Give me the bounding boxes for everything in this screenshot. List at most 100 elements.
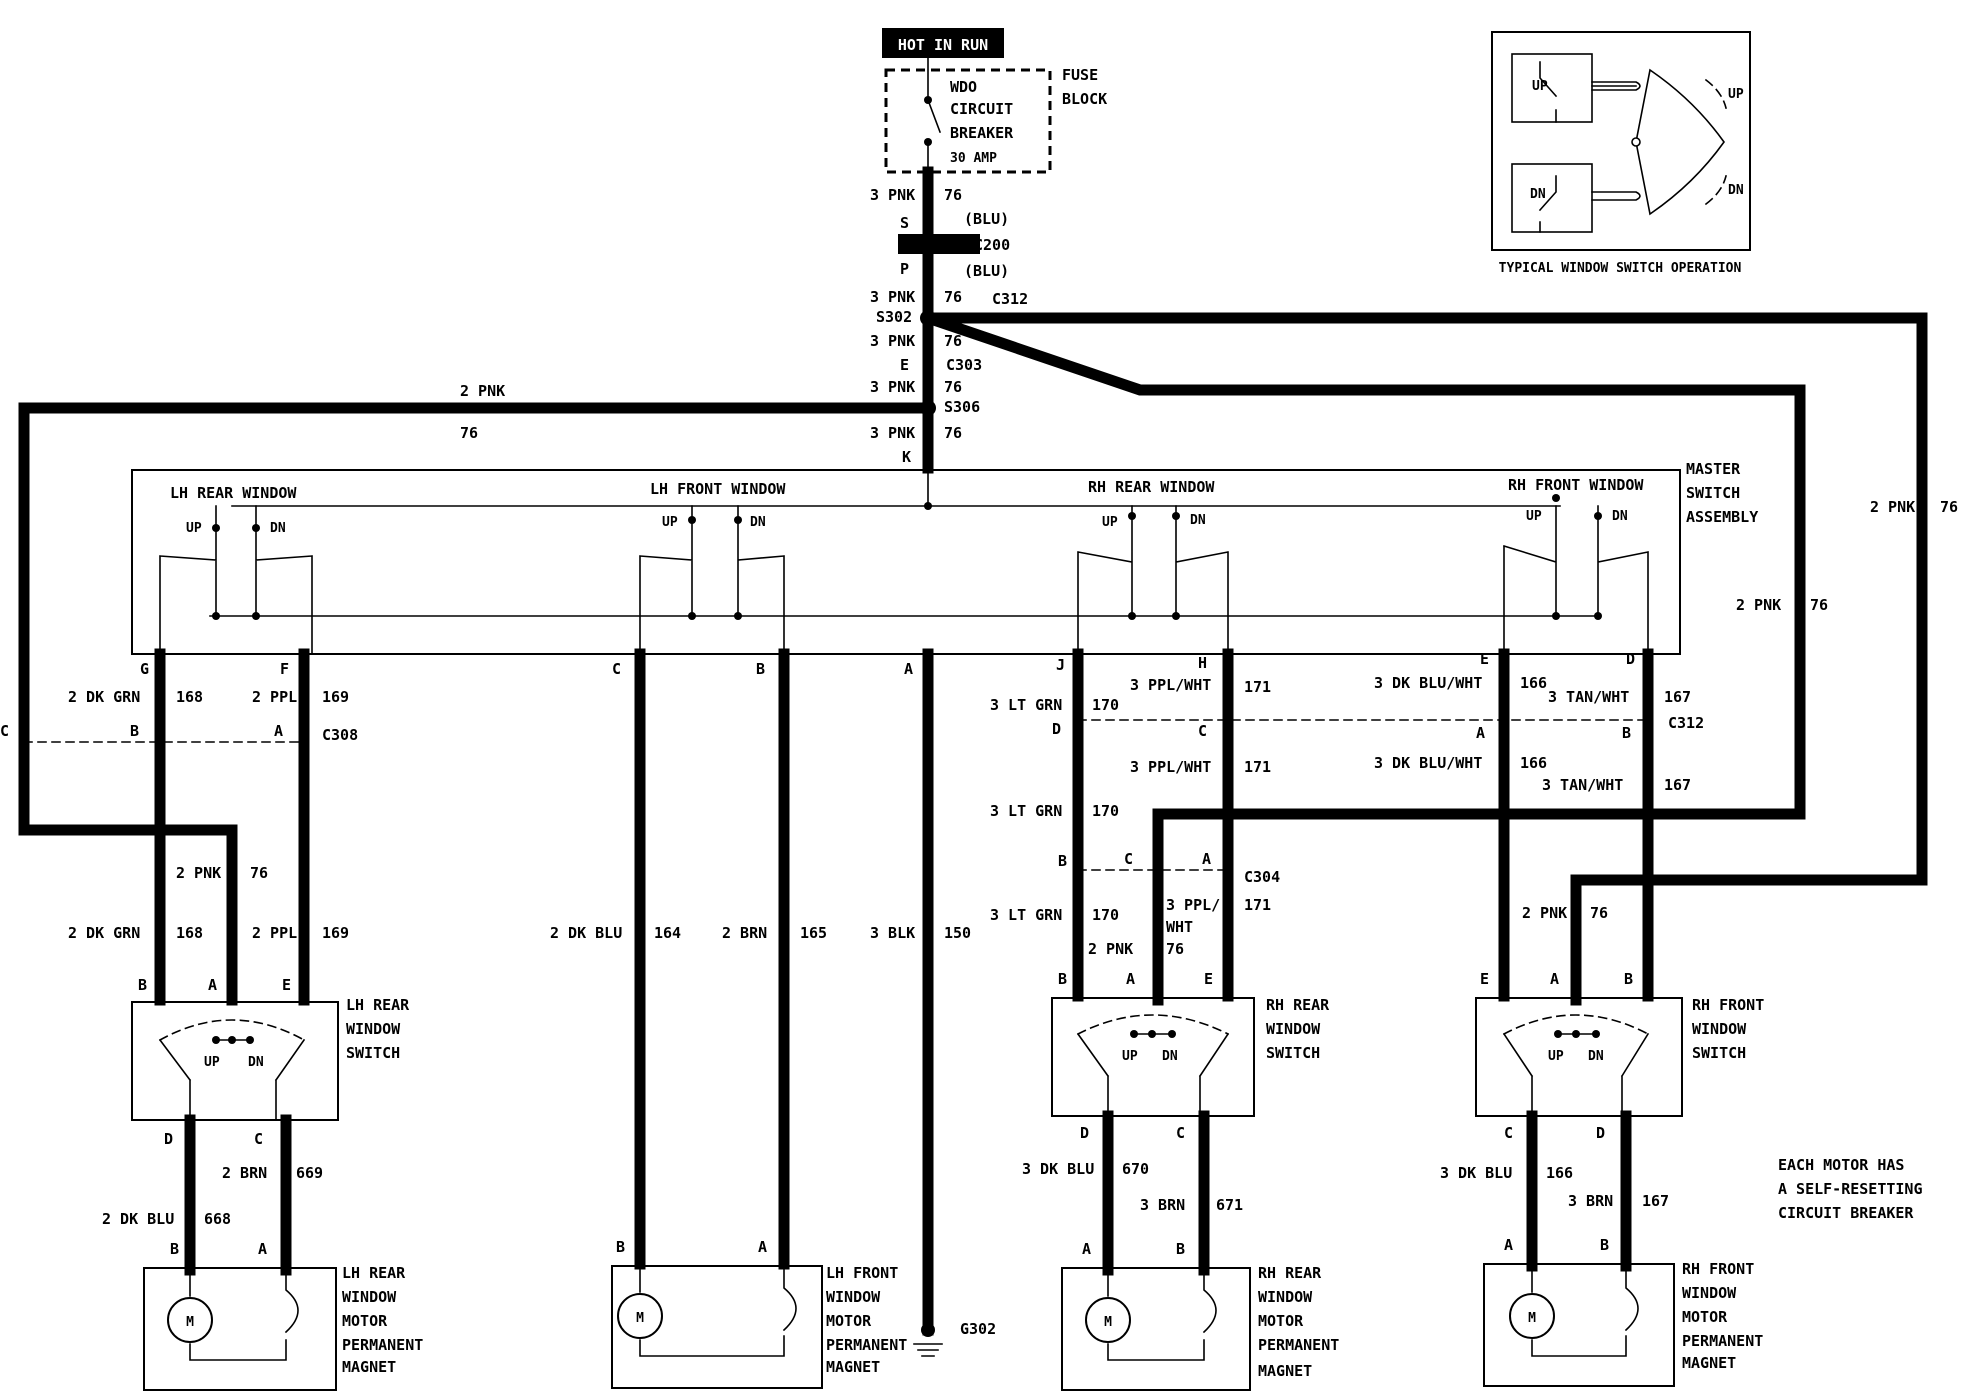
lh-front-motor-pin-b: B (616, 1238, 625, 1256)
lbl-2ppl-b: 2 PPL (252, 924, 297, 942)
lh-rear-motor-title-2: WINDOW (342, 1288, 397, 1306)
lh-front-motor-m: M (636, 1311, 644, 1326)
rh-front-motor-pin-b: B (1600, 1236, 1609, 1254)
rh-front-switch-title-3: SWITCH (1692, 1044, 1746, 1062)
feed-76-1: 76 (944, 186, 962, 204)
rh-rear-switch-title-2: WINDOW (1266, 1020, 1321, 1038)
c312-pin-d: D (1052, 720, 1061, 738)
rh-rear-window-switch: UP DN (1051, 997, 1255, 1117)
inset-up-switch: UP (1511, 53, 1641, 123)
rh-front-motor-title-2: WINDOW (1682, 1284, 1737, 1302)
rh-front-magnet-1: PERMANENT (1682, 1332, 1763, 1350)
rh-rear-motor-wire-pin-d: D (1080, 1124, 1089, 1142)
inset-motion-arrows (1704, 78, 1727, 206)
lbl-3dkbluwht-b: 3 DK BLU/WHT (1374, 754, 1482, 772)
rh-rear-motor-wire-pin-c: C (1176, 1124, 1185, 1142)
rh-rear-feed-76: 76 (1810, 596, 1828, 614)
lh-feed-2pnk: 2 PNK (460, 382, 505, 400)
c308-pin-a: A (274, 722, 283, 740)
note-line-3: CIRCUIT BREAKER (1778, 1204, 1914, 1222)
master-switch-assembly (131, 469, 1681, 655)
lbl-3pplwht-b: 3 PPL/WHT (1130, 758, 1211, 776)
lbl-170-b: 170 (1092, 802, 1119, 820)
rh-front-dn: DN (1612, 509, 1628, 524)
pin-b-master: B (756, 660, 765, 678)
s302-label: S302 (876, 308, 912, 326)
lbl-3brn-rhfront: 3 BRN (1568, 1192, 1613, 1210)
rh-front-switch-up: UP (1548, 1049, 1564, 1064)
c200-label: C200 (974, 236, 1010, 254)
feed-76-5: 76 (944, 424, 962, 442)
c308-pin-c: C (0, 722, 9, 740)
inset-pivot (1631, 137, 1641, 147)
lbl-3pplwht-a: 3 PPL/WHT (1130, 676, 1211, 694)
lbl-169-b: 169 (322, 924, 349, 942)
lbl-wht-split: WHT (1166, 918, 1193, 936)
rh-front-switch-dn: DN (1588, 1049, 1604, 1064)
lbl-2pnk-rhfront: 2 PNK (1522, 904, 1567, 922)
note-line-1: EACH MOTOR HAS (1778, 1156, 1904, 1174)
rh-rear-window-motor: M (1061, 1267, 1251, 1391)
lbl-2dkblu: 2 DK BLU (550, 924, 622, 942)
lbl-3tanwht-b: 3 TAN/WHT (1542, 776, 1623, 794)
lh-front-motor-title-2: WINDOW (826, 1288, 881, 1306)
lbl-2brn-lh: 2 BRN (222, 1164, 267, 1182)
inset-caption: TYPICAL WINDOW SWITCH OPERATION (1499, 261, 1742, 276)
lbl-3dkbluwht-a: 3 DK BLU/WHT (1374, 674, 1482, 692)
pin-g: G (140, 660, 149, 678)
rh-front-switch-title-1: RH FRONT (1692, 996, 1764, 1014)
feed-3pnk-2: 3 PNK (870, 288, 915, 306)
pin-s: S (900, 214, 909, 232)
lh-front-dn: DN (750, 515, 766, 530)
pin-a-master: A (904, 660, 913, 678)
lbl-3ltgrn-a: 3 LT GRN (990, 696, 1062, 714)
lh-switch-pin-b: B (138, 976, 147, 994)
lbl-3ltgrn-b: 3 LT GRN (990, 802, 1062, 820)
lbl-3blk: 3 BLK (870, 924, 915, 942)
lh-rear-motor-m: M (186, 1315, 194, 1330)
lbl-2pnk-rhrear: 2 PNK (1088, 940, 1133, 958)
master-switch-lh-front: UP DN (639, 505, 785, 655)
section-rh-front: RH FRONT WINDOW (1508, 476, 1644, 494)
lh-front-window-motor: M (611, 1265, 823, 1389)
g302-label: G302 (960, 1320, 996, 1338)
lbl-167-motor: 167 (1642, 1192, 1669, 1210)
s306-label: S306 (944, 398, 980, 416)
rh-front-motor-wire-pin-d: D (1596, 1124, 1605, 1142)
c304-pin-c: C (1124, 850, 1133, 868)
rh-front-pin-b: B (1624, 970, 1633, 988)
rh-front-pin-a: A (1550, 970, 1559, 988)
lbl-171-a: 171 (1244, 678, 1271, 696)
lh-rear-window-switch: UP DN (131, 1001, 339, 1121)
inset-dn-label: DN (1530, 187, 1546, 202)
lh-rear-switch-title-3: SWITCH (346, 1044, 400, 1062)
lbl-76-rhfront: 76 (1590, 904, 1608, 922)
feed-76-3: 76 (944, 332, 962, 350)
master-title-1: MASTER (1686, 460, 1741, 478)
lbl-3ltgrn-c: 3 LT GRN (990, 906, 1062, 924)
lbl-3dkblu-rhrear: 3 DK BLU (1022, 1160, 1094, 1178)
breaker-contact (926, 57, 942, 173)
c312-pin-c: C (1198, 722, 1207, 740)
c312-top-label: C312 (992, 290, 1028, 308)
rh-front-pin-e: E (1480, 970, 1489, 988)
lbl-669: 669 (296, 1164, 323, 1182)
pin-f: F (280, 660, 289, 678)
c304-pin-b: B (1058, 852, 1067, 870)
lbl-3brn-rhrear: 3 BRN (1140, 1196, 1185, 1214)
rh-rear-motor-title-3: MOTOR (1258, 1312, 1304, 1330)
lbl-2dkgrn-a: 2 DK GRN (68, 688, 140, 706)
rh-rear-motor-pin-b: B (1176, 1240, 1185, 1258)
switch-operation-inset (1491, 31, 1751, 251)
lbl-168-b: 168 (176, 924, 203, 942)
c304-label: C304 (1244, 868, 1280, 886)
lbl-671: 671 (1216, 1196, 1243, 1214)
lh-rear-magnet-1: PERMANENT (342, 1336, 423, 1354)
pin-d-master: D (1626, 650, 1635, 668)
lbl-171-c: 171 (1244, 896, 1271, 914)
pin-e: E (900, 356, 909, 374)
rh-front-motor-m: M (1528, 1311, 1536, 1326)
lbl-76-rhrear: 76 (1166, 940, 1184, 958)
lh-motor-wire-pin-d: D (164, 1130, 173, 1148)
